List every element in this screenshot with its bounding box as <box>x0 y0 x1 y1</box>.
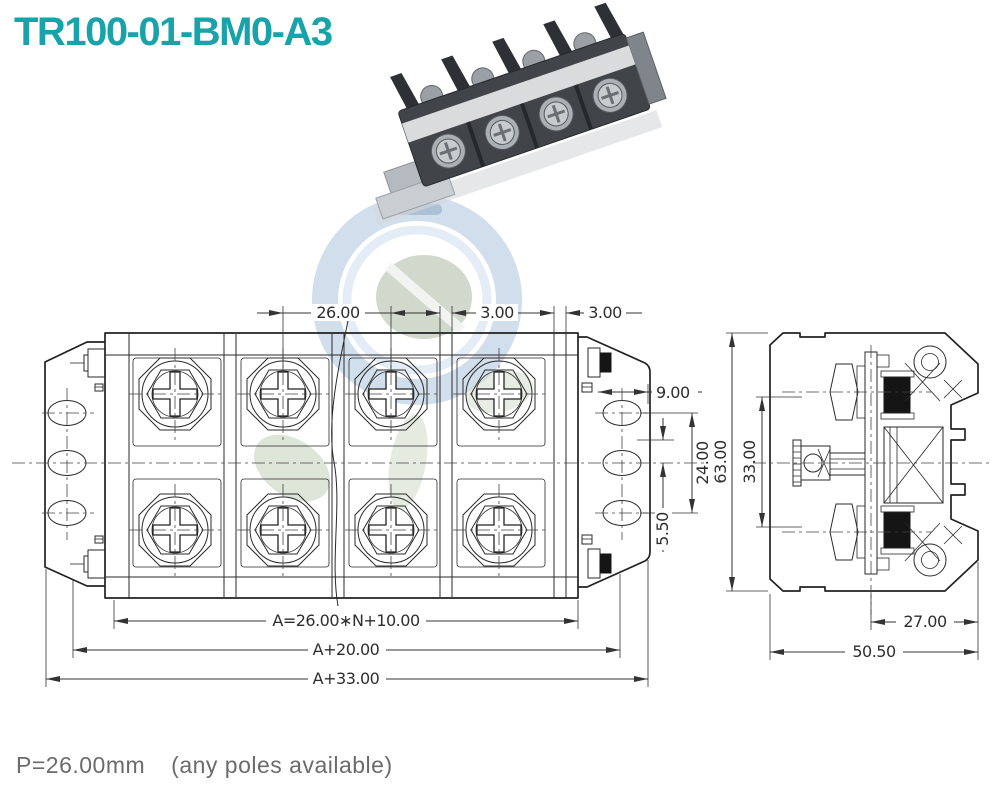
poles-note: (any poles available) <box>171 752 393 778</box>
page-title: TR100-01-BM0-A3 <box>14 10 333 54</box>
dim-length-formula: A=26.00∗N+10.00 <box>272 611 420 630</box>
front-right-bracket <box>578 336 651 588</box>
product-photo <box>372 2 667 225</box>
front-body <box>104 332 579 599</box>
dim-length-a20: A+20.00 <box>313 640 380 659</box>
dim-length-a33: A+33.00 <box>313 669 380 688</box>
pitch-value: P=26.00mm <box>16 752 146 778</box>
dimensions: 26.00 3.00 3.00 9.00 24.00 5.50 A=26.00∗… <box>45 303 979 688</box>
dim-tail: 27.00 <box>903 612 947 631</box>
break-line <box>331 315 350 607</box>
dim-hole-pitch: 24.00 <box>693 441 712 485</box>
screw-terminal <box>128 347 222 441</box>
side-view <box>753 332 992 615</box>
front-view <box>12 315 705 607</box>
dim-depth: 50.50 <box>852 642 896 661</box>
watermark-logo-icon <box>254 195 534 510</box>
clamp-pad-bottom <box>599 553 612 574</box>
front-left-bracket <box>44 341 105 587</box>
dim-wall-b: 3.00 <box>588 303 622 322</box>
dim-hole-offset: 9.00 <box>656 383 690 402</box>
clamp-pad-top <box>599 352 612 373</box>
dim-height: 63.00 <box>711 440 730 484</box>
pitch-note: P=26.00mm (any poles available) <box>16 752 393 779</box>
dim-window: 33.00 <box>740 440 759 484</box>
dim-wall-a: 3.00 <box>480 303 514 322</box>
dim-pitch: 26.00 <box>316 303 360 322</box>
side-outline <box>769 332 979 592</box>
dim-hole-side: 5.50 <box>653 512 672 546</box>
